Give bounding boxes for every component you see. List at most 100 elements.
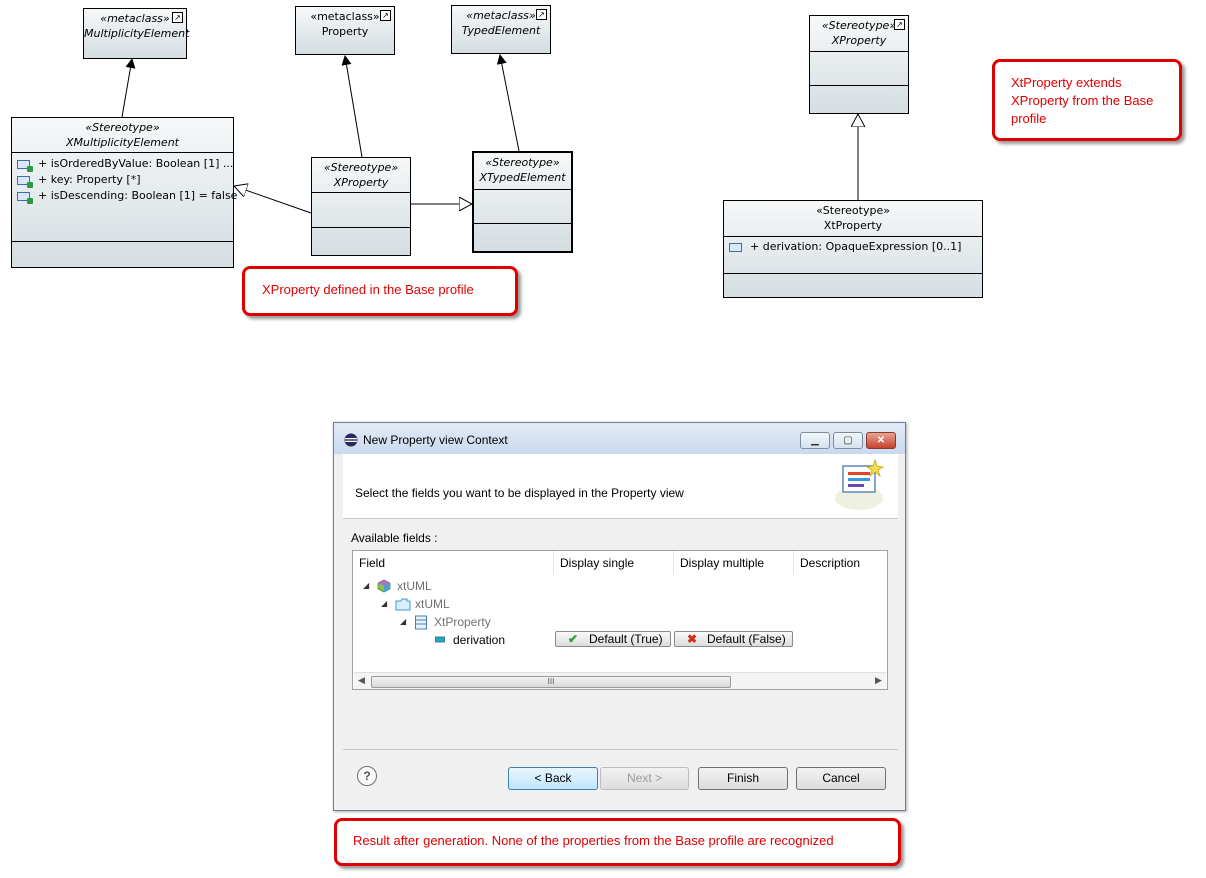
stereotype-label: «Stereotype» [85,121,160,134]
link-icon: ↗ [172,12,183,23]
attribute-row[interactable]: + isDescending: Boolean [1] = false [12,188,237,204]
model-icon [377,579,391,593]
attribute-compartment [312,192,410,227]
instruction-text: Select the fields you want to be display… [355,486,684,500]
stereotype-label: «Stereotype» [816,204,890,217]
column-header-display-single[interactable]: Display single [554,551,674,575]
tree-label: xtUML [397,579,432,593]
attribute-compartment: + isOrderedByValue: Boolean [1] ... + ke… [12,152,237,241]
column-header-field[interactable]: Field [353,551,554,575]
class-name: XMultiplicityElement [66,136,179,149]
extension-arrow-multiplicity [121,58,136,118]
attribute-row[interactable]: + key: Property [*] [12,172,233,188]
stereotype-xmultiplicityelement[interactable]: «Stereotype» XMultiplicityElement + isOr… [11,117,237,269]
callout-text: XtProperty extends XProperty from the Ba… [1011,75,1154,126]
minimize-button[interactable]: ▁ [800,432,830,449]
new-property-view-context-dialog: New Property view Context ▁ ▢ ✕ Select t… [333,422,906,811]
display-single-label: Default (True) [589,632,663,646]
attribute-compartment [810,51,908,85]
scrollbar-thumb[interactable]: III [371,676,731,688]
link-icon: ↗ [536,9,547,20]
stereotype-xtypedelement[interactable]: «Stereotype» XTypedElement [472,151,573,253]
wizard-banner: Select the fields you want to be display… [343,454,898,518]
attribute-row[interactable]: + derivation: OpaqueExpression [0..1] [724,239,982,255]
button-bar-separator [343,749,898,750]
callout-text: Result after generation. None of the pro… [353,833,834,848]
operation-compartment [12,241,233,269]
metaclass-multiplicityelement[interactable]: ↗ «metaclass» MultiplicityElement [83,8,190,59]
attribute-icon [17,192,33,204]
column-header-description[interactable]: Description [800,556,861,570]
class-name: XtProperty [823,219,883,232]
class-name: TypedElement [461,24,541,37]
stereotype-xtproperty[interactable]: «Stereotype» XtProperty + derivation: Op… [723,200,983,298]
callout-base-profile: XProperty defined in the Base profile [242,266,518,316]
class-icon [415,615,427,630]
stereotype-label: «metaclass» [466,9,536,22]
next-button[interactable]: Next > [600,767,689,790]
link-icon: ↗ [380,10,391,21]
diagram-connectors [121,54,1206,214]
class-name: XProperty [831,34,887,47]
operation-compartment [724,273,982,299]
expand-icon[interactable]: ◢ [381,599,388,608]
property-icon [435,636,445,643]
display-single-button[interactable]: ✔ Default (True) [555,631,671,647]
column-header-display-multiple[interactable]: Display multiple [674,551,794,575]
attribute-compartment [474,189,571,223]
wizard-banner-icon [835,458,885,510]
attribute-compartment: + derivation: OpaqueExpression [0..1] [724,236,982,273]
available-fields-label: Available fields : [351,531,438,545]
stereotype-xproperty-base[interactable]: ↗ «Stereotype» XProperty [809,15,909,114]
title-bar[interactable]: New Property view Context ▁ ▢ ✕ [334,423,905,454]
tree-row-model[interactable]: ◢ xtUML [363,577,553,595]
check-icon: ✔ [568,632,579,646]
close-button[interactable]: ✕ [866,432,896,449]
attribute-icon [17,176,33,188]
scroll-left-icon[interactable]: ◀ [358,675,365,685]
callout-result: Result after generation. None of the pro… [334,818,901,866]
finish-button[interactable]: Finish [698,767,788,790]
stereotype-label: «Stereotype» [485,156,560,169]
stereotype-label: «metaclass» [100,12,170,25]
extension-arrow-typed [496,54,520,152]
stereotype-label: «Stereotype» [323,161,399,174]
horizontal-scrollbar[interactable]: ◀ III ▶ [354,672,886,689]
cross-icon: ✖ [687,632,698,646]
display-multiple-label: Default (False) [707,632,786,646]
dialog-title: New Property view Context [363,433,508,447]
tree-label: derivation [453,633,506,647]
attribute-text: + isOrderedByValue: Boolean [1] ... [38,157,234,170]
operation-compartment [312,227,410,257]
operation-compartment [810,85,908,115]
stereotype-xproperty[interactable]: «Stereotype» XProperty [311,157,411,256]
tree-row-property[interactable]: derivation [435,631,553,649]
fields-tree-table[interactable]: Field Display single Display multiple De… [352,550,888,690]
maximize-button[interactable]: ▢ [833,432,863,449]
display-multiple-button[interactable]: ✖ Default (False) [674,631,793,647]
link-icon: ↗ [894,19,905,30]
back-button[interactable]: < Back [508,767,598,790]
tree-row-package[interactable]: ◢ xtUML [381,595,553,613]
attribute-text: + derivation: OpaqueExpression [0..1] [750,240,962,253]
scroll-right-icon[interactable]: ▶ [875,675,882,685]
cancel-button[interactable]: Cancel [796,767,886,790]
tree-label: XtProperty [434,615,491,629]
tree-label: xtUML [415,597,450,611]
attribute-icon [17,160,33,172]
eclipse-icon [344,433,358,447]
operation-compartment [474,223,571,253]
expand-icon[interactable]: ◢ [363,581,370,590]
metaclass-property[interactable]: ↗ «metaclass» Property [295,6,395,55]
callout-extends: XtProperty extends XProperty from the Ba… [992,59,1182,141]
class-name: MultiplicityElement [84,27,190,40]
tree-row-class[interactable]: ◢ XtProperty [400,613,553,631]
attribute-icon [729,243,742,252]
extension-arrow-property [341,55,363,158]
attribute-text: + isDescending: Boolean [1] = false [38,189,238,202]
expand-icon[interactable]: ◢ [400,617,407,626]
package-icon [395,598,411,611]
metaclass-typedelement[interactable]: ↗ «metaclass» TypedElement [451,5,551,54]
attribute-row[interactable]: + isOrderedByValue: Boolean [1] ... [12,156,233,172]
help-icon[interactable]: ? [357,766,377,786]
